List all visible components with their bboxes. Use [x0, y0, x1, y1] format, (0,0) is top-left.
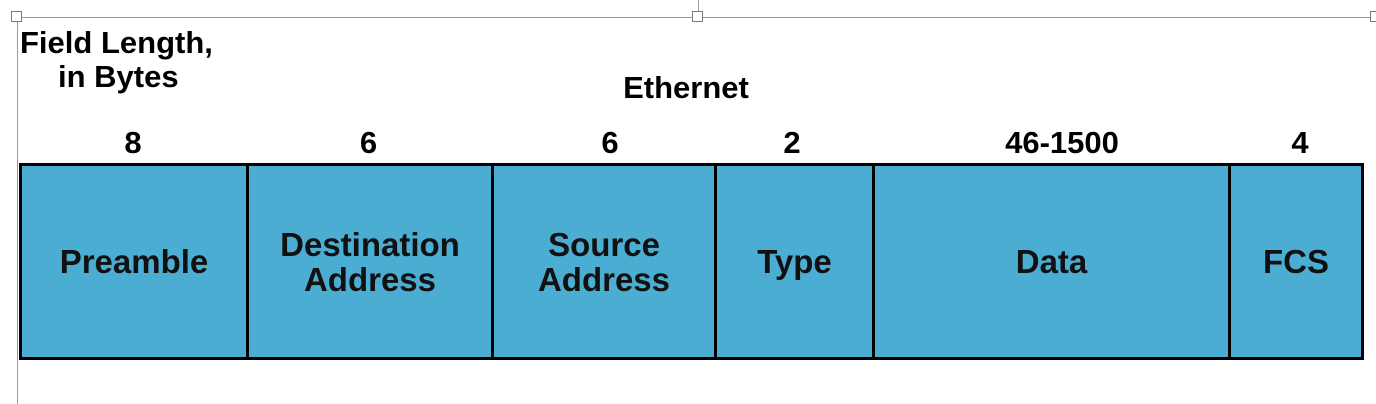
- field-preamble: Preamble: [22, 166, 249, 357]
- field-length-caption: Field Length, in Bytes: [20, 26, 213, 94]
- rotation-handle-line: [698, 0, 699, 12]
- length-destination-address: 6: [359, 125, 378, 160]
- field-type: Type: [717, 166, 875, 357]
- caption-line-2: in Bytes: [58, 59, 179, 94]
- length-fcs: 4: [1291, 125, 1309, 160]
- field-source-address: Source Address: [494, 166, 717, 357]
- field-fcs: FCS: [1231, 166, 1361, 357]
- field-label-preamble: Preamble: [59, 243, 209, 280]
- selection-frame-left: [17, 17, 18, 404]
- length-source-address: 6: [601, 125, 619, 160]
- field-lengths-row: 8 6 6 2 46-1500 4: [20, 124, 1364, 162]
- field-label-type: Type: [757, 243, 832, 280]
- length-preamble: 8: [124, 125, 142, 160]
- field-label-source-address: Source Address: [537, 225, 671, 298]
- field-data: Data: [875, 166, 1231, 357]
- frame-title: Ethernet: [623, 70, 749, 105]
- caption-line-1: Field Length,: [20, 25, 213, 60]
- resize-handle-top-left[interactable]: [11, 11, 22, 22]
- field-label-fcs: FCS: [1263, 243, 1329, 280]
- length-data: 46-1500: [1005, 125, 1119, 160]
- resize-handle-top-right[interactable]: [1370, 11, 1376, 22]
- field-label-destination-address: Destination Address: [280, 225, 460, 298]
- resize-handle-top-middle[interactable]: [692, 11, 703, 22]
- field-label-data: Data: [1015, 243, 1088, 280]
- length-type: 2: [783, 125, 801, 160]
- ethernet-frame: Preamble Destination Address Source Addr…: [19, 163, 1364, 360]
- field-destination-address: Destination Address: [249, 166, 494, 357]
